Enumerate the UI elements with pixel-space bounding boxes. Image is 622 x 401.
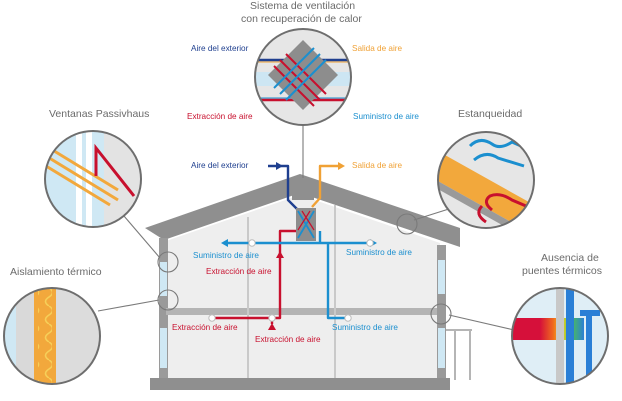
detail-exhaust-label: Salida de aire: [352, 44, 403, 53]
vent: [268, 314, 276, 322]
detail-thermal-bridges: [511, 287, 609, 385]
heat-recovery-unit: [296, 208, 316, 241]
vents: [208, 239, 374, 322]
window-right-upper: [438, 260, 445, 294]
heat-exchanger-icon: [268, 40, 338, 110]
house: [145, 174, 472, 390]
detail-airtightness: [437, 131, 535, 229]
detail-supply-label: Suministro de aire: [353, 112, 419, 121]
extract-upper-label: Extracción de aire: [206, 267, 272, 276]
arrow-extract-up: [276, 251, 284, 258]
ventilation-title-line2: con recuperación de calor: [241, 13, 362, 25]
thermal-bridges-title-line2: puentes térmicos: [522, 265, 602, 277]
vent: [366, 239, 374, 247]
detail-insulation: [3, 287, 101, 385]
supply-upper-left-label: Suministro de aire: [193, 251, 259, 260]
window-right-lower: [438, 328, 445, 368]
extract-lower-left-label: Extracción de aire: [172, 323, 238, 332]
arrow-extract-up-2: [268, 323, 276, 330]
supply-upper-right-label: Suministro de aire: [346, 248, 412, 257]
thermal-bridges-title-line1: Ausencia de: [541, 252, 599, 264]
detail-ventilation: [254, 28, 352, 126]
insulation-wall-icon: [4, 288, 100, 384]
connectors: [97, 125, 515, 331]
airtight-layer-icon: [438, 139, 534, 228]
arrow-supply-left: [221, 239, 228, 247]
airtightness-title: Estanqueidad: [458, 108, 523, 120]
window-frame-icon: [45, 131, 136, 227]
supply-lower-right-label: Suministro de aire: [332, 323, 398, 332]
detail-extract-label: Extracción de aire: [187, 112, 253, 121]
insulation-title: Aislamiento térmico: [10, 266, 102, 278]
windows-title: Ventanas Passivhaus: [49, 108, 150, 120]
arrow-outdoor-in: [276, 162, 283, 170]
house-exhaust-label: Salida de aire: [352, 161, 403, 170]
arrow-exhaust-out: [338, 162, 345, 170]
base-slab: [150, 378, 450, 390]
window-left-lower: [160, 328, 167, 368]
vent: [344, 314, 352, 322]
detail-outdoor-air-label: Aire del exterior: [191, 44, 249, 53]
ventilation-title-line1: Sistema de ventilación: [250, 0, 356, 12]
right-wall: [437, 245, 446, 380]
window-left-upper: [160, 262, 167, 296]
detail-windows: [44, 130, 142, 228]
duct-exhaust-out: [311, 164, 338, 208]
roof-duct: [292, 180, 314, 200]
vent: [208, 314, 216, 322]
house-outdoor-air-label: Aire del exterior: [191, 161, 249, 170]
extract-lower-center-label: Extracción de aire: [255, 335, 321, 344]
floor-slab: [166, 308, 437, 315]
balcony-railing: [446, 329, 472, 380]
vent: [248, 239, 256, 247]
thermal-gradient-icon: [512, 288, 600, 384]
